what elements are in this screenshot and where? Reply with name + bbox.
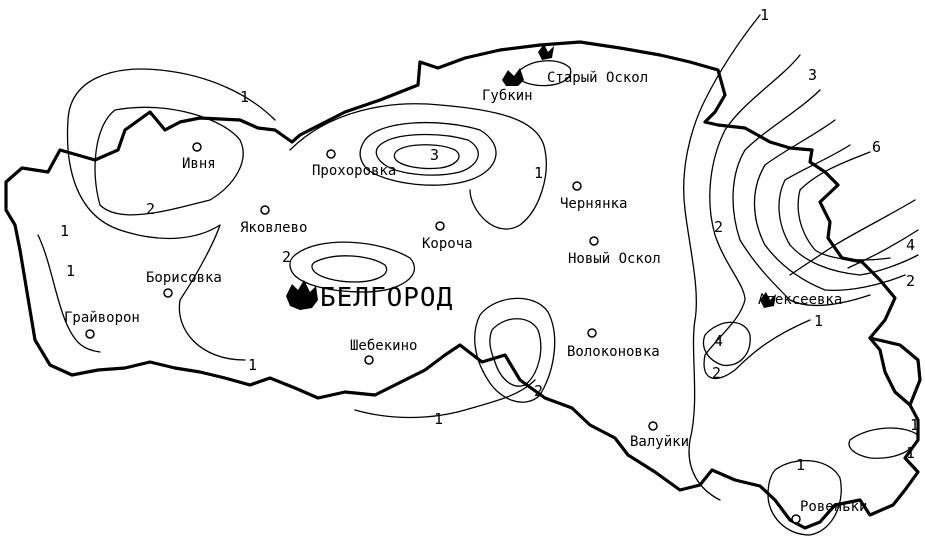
city-symbol-stary-oskol (538, 44, 554, 60)
isoline-east-4 (753, 119, 906, 291)
isoline-east-3 (732, 89, 871, 307)
city-label-yakovlevo: Яковлево (240, 220, 307, 236)
city-label-rovenki: Ровеньки (800, 499, 867, 515)
isoline-ivnya-2 (94, 106, 244, 216)
isoline-label: 2 (146, 200, 155, 218)
isoline-label: 2 (712, 364, 721, 382)
town-marker-korocha (435, 221, 445, 231)
town-marker-shebekino (364, 355, 374, 365)
isoline-label: 1 (910, 416, 919, 434)
isoline-prokh-outer (359, 121, 497, 186)
isoline-chernyanka-1 (289, 103, 547, 230)
isoline-belgorod-inner (311, 255, 388, 283)
town-marker-volokonovka (587, 328, 597, 338)
isoline-rovenki-loop (767, 459, 842, 536)
isoline-label: 1 (760, 6, 769, 24)
city-label-volokonovka: Волоконовка (567, 344, 660, 360)
isoline-label: 2 (714, 218, 723, 236)
isoline-label: 2 (534, 382, 543, 400)
isoline-alekseevka-loop (702, 321, 751, 367)
town-marker-novy-oskol (589, 236, 599, 246)
city-symbol-belgorod (286, 280, 318, 310)
city-label-stary-oskol: Старый Оскол (547, 70, 648, 86)
city-label-prokhorovka: Прохоровка (312, 163, 396, 179)
isoline-east-8 (847, 229, 919, 269)
isoline-west-1 (66, 68, 276, 361)
town-marker-yakovlevo (260, 205, 270, 215)
city-label-ivnya: Ивня (182, 156, 216, 172)
city-label-korocha: Короча (422, 236, 473, 252)
isoline-label: 4 (906, 236, 915, 254)
city-label-grayvoron: Грайворон (64, 310, 140, 326)
city-label-alekseevka: Алексеевка (758, 292, 842, 308)
isoline-label: 3 (808, 66, 817, 84)
isoline-south-1 (354, 379, 536, 419)
town-marker-rovenki (791, 514, 801, 524)
region-border-southeast (868, 336, 922, 407)
isoline-se-loop (848, 427, 919, 459)
town-marker-chernyanka (572, 181, 582, 191)
isoline-label: 1 (906, 444, 915, 462)
city-symbol-alekseevka (760, 292, 776, 308)
city-label-chernyanka: Чернянка (560, 196, 627, 212)
isoline-south-loop-inner (489, 318, 542, 387)
town-marker-borisovka (163, 288, 173, 298)
isoline-label: 3 (430, 146, 439, 164)
isoline-prokh-inner (393, 144, 460, 170)
isoline-label: 1 (434, 410, 443, 428)
city-label-novy-oskol: Новый Оскол (568, 251, 661, 267)
city-label-valuyki: Валуйки (630, 434, 689, 450)
city-label-belgorod: БЕЛГОРОД (320, 283, 453, 313)
city-label-gubkin: Губкин (482, 88, 533, 104)
city-label-borisovka: Борисовка (146, 270, 222, 286)
town-marker-prokhorovka (326, 149, 336, 159)
isoline-label: 6 (872, 138, 881, 156)
isoline-east-2 (703, 54, 811, 379)
isoline-south-loop (474, 297, 556, 403)
isoline-label: 1 (240, 88, 249, 106)
isoline-label: 1 (60, 222, 69, 240)
isoline-prokh-mid (375, 133, 479, 176)
isoline-label: 2 (906, 272, 915, 290)
isoline-label: 1 (796, 456, 805, 474)
town-marker-ivnya (192, 142, 202, 152)
isoline-label: 4 (714, 332, 723, 350)
isoline-label: 2 (282, 248, 291, 266)
isoline-west-1b (37, 234, 101, 353)
isoline-label: 1 (534, 164, 543, 182)
isoline-east-6 (797, 151, 891, 261)
isoline-belgorod-outer (289, 241, 416, 293)
town-marker-valuyki (648, 421, 658, 431)
isoline-east-5 (778, 144, 919, 276)
isoline-label: 1 (66, 262, 75, 280)
city-label-shebekino: Шебекино (350, 338, 417, 354)
isoline-label: 1 (248, 356, 257, 374)
isoline-east-7 (789, 199, 916, 276)
town-marker-grayvoron (85, 329, 95, 339)
isoline-label: 1 (814, 312, 823, 330)
isoline-east-1 (683, 14, 761, 501)
region-border (4, 40, 920, 530)
city-symbol-gubkin (502, 68, 524, 86)
